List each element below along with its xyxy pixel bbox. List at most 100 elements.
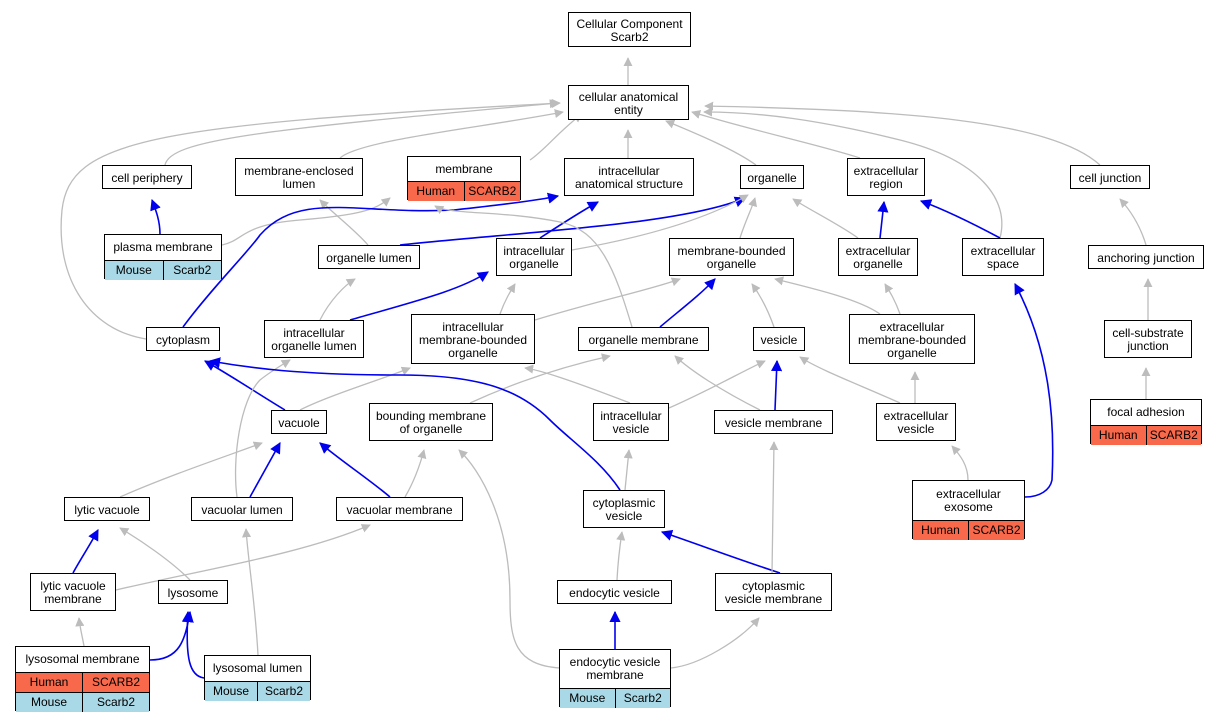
node-cell-junction[interactable]: cell junction: [1070, 165, 1150, 189]
node-organelle-membrane[interactable]: organelle membrane: [578, 327, 709, 351]
node-label: membrane: [435, 161, 493, 176]
edge-part-of-cv-to-cytoplasm: [208, 357, 621, 491]
edge-is-a-lytic-vacuole-to-vacuole: [119, 441, 263, 498]
edge-is-a-iv-to-imbo: [524, 364, 631, 404]
node-label: extracellular space: [970, 244, 1036, 271]
node-bmo[interactable]: bounding membrane of organelle: [369, 403, 493, 441]
species-cell: Mouse: [105, 261, 163, 280]
node-lysosome[interactable]: lysosome: [158, 580, 228, 604]
node-label: endocytic vesicle: [569, 585, 660, 600]
node-lvm[interactable]: lytic vacuole membrane: [30, 573, 116, 611]
edge-is-a-imbo-to-mbo: [534, 277, 681, 321]
node-csj[interactable]: cell-substrate junction: [1104, 320, 1192, 358]
edge-is-a-lysosome-to-lytic-vacuole: [119, 527, 191, 581]
gene-cell[interactable]: Scarb2: [257, 682, 310, 701]
node-label: cellular anatomical entity: [578, 89, 679, 117]
node-imbo[interactable]: intracellular membrane-bounded organelle: [411, 314, 535, 364]
node-iv[interactable]: intracellular vesicle: [593, 403, 669, 441]
edge-is-a-ecs-to-cae: [703, 107, 1003, 239]
node-eco[interactable]: extracellular organelle: [838, 238, 918, 276]
edge-part-of-ece-to-ecs: [1014, 283, 1054, 498]
node-cae[interactable]: cellular anatomical entity: [568, 85, 689, 120]
gene-cell[interactable]: SCARB2: [968, 521, 1024, 540]
edge-is-a-ecv-to-vesicle: [799, 356, 901, 404]
node-vacuole[interactable]: vacuole: [271, 410, 327, 434]
node-endocytic-vesicle[interactable]: endocytic vesicle: [557, 580, 672, 604]
node-label: organelle: [747, 170, 797, 185]
edge-part-of-lvm-to-lytic-vacuole: [72, 529, 99, 574]
node-ecs[interactable]: extracellular space: [962, 238, 1044, 276]
node-ecr[interactable]: extracellular region: [847, 158, 925, 196]
node-cvm[interactable]: cytoplasmic vesicle membrane: [715, 573, 832, 611]
edge-part-of-vacuolar-lumen-to-vacuole: [249, 442, 281, 498]
node-label: organelle lumen: [326, 250, 412, 265]
node-cytoplasm[interactable]: cytoplasm: [146, 327, 220, 351]
node-label: membrane-enclosed lumen: [244, 164, 354, 191]
node-vacuolar-membrane[interactable]: vacuolar membrane: [336, 497, 463, 521]
edge-is-a-cytoplasm-to-cae: [60, 98, 561, 340]
node-embo[interactable]: extracellular membrane-bounded organelle: [849, 314, 975, 364]
node-label: intracellular organelle lumen: [271, 326, 357, 353]
node-organelle-lumen[interactable]: organelle lumen: [318, 245, 420, 269]
node-label: cytoplasmic vesicle: [592, 496, 656, 523]
edge-is-a-iv-to-vesicle: [668, 360, 766, 409]
node-vesicle-membrane[interactable]: vesicle membrane: [714, 410, 833, 434]
edge-part-of-organelle-lumen-to-organelle: [399, 196, 747, 246]
gene-cell[interactable]: Scarb2: [614, 689, 670, 708]
edge-is-a-lvm-to-vacuolar-membrane: [115, 524, 371, 591]
gene-cell[interactable]: Scarb2: [82, 693, 149, 712]
gene-cell[interactable]: Scarb2: [162, 261, 221, 280]
node-vesicle[interactable]: vesicle: [753, 327, 805, 351]
edge-is-a-imbo-to-intracellular-organelle: [499, 283, 516, 315]
edge-is-a-vesicle-membrane-to-organelle-membrane: [674, 355, 761, 411]
edge-is-a-eco-to-organelle: [792, 198, 859, 239]
node-intracellular-organelle[interactable]: intracellular organelle: [496, 238, 572, 276]
node-root[interactable]: Cellular Component Scarb2: [568, 12, 691, 47]
node-mel[interactable]: membrane-enclosed lumen: [235, 158, 363, 196]
node-cv[interactable]: cytoplasmic vesicle: [583, 490, 665, 528]
edge-is-a-evm-to-cvm: [670, 617, 760, 669]
edge-is-a-intracellular-organelle-to-organelle: [571, 194, 749, 251]
node-ecv[interactable]: extracellular vesicle: [876, 403, 956, 441]
edge-is-a-vacuolar-membrane-to-bmo: [404, 449, 427, 498]
gene-cell[interactable]: SCARB2: [1145, 426, 1201, 445]
edge-part-of-vacuole-to-cytoplasm: [204, 360, 286, 411]
edge-is-a-cv-to-iv: [623, 449, 633, 491]
edge-is-a-evm-to-bmo: [458, 449, 561, 669]
node-label: extracellular vesicle: [883, 409, 949, 436]
node-label: vacuole: [278, 415, 320, 430]
node-label: intracellular vesicle: [600, 409, 662, 436]
species-cell: Mouse: [205, 682, 257, 701]
edge-is-a-cvm-to-vesicle-membrane: [769, 441, 779, 574]
edge-is-a-bmo-to-organelle-membrane: [469, 353, 611, 404]
node-label: vacuolar membrane: [346, 502, 453, 517]
edge-is-a-cell-periphery-to-cae: [164, 99, 559, 166]
node-ias[interactable]: intracellular anatomical structure: [564, 158, 694, 196]
gene-cell[interactable]: SCARB2: [463, 182, 520, 201]
node-cell-periphery[interactable]: cell periphery: [102, 165, 192, 189]
node-lytic-vacuole[interactable]: lytic vacuole: [64, 497, 150, 521]
edge-is-a-organelle-membrane-to-membrane: [434, 205, 633, 328]
node-label: plasma membrane: [113, 240, 213, 254]
node-organelle[interactable]: organelle: [740, 165, 804, 189]
gene-cell[interactable]: SCARB2: [82, 673, 149, 692]
node-mbo[interactable]: membrane-bounded organelle: [669, 238, 794, 276]
species-cell: Mouse: [560, 689, 615, 708]
edge-part-of-cytoplasm-to-ias: [182, 192, 560, 328]
node-label: intracellular anatomical structure: [574, 164, 684, 191]
node-anchoring-junction[interactable]: anchoring junction: [1088, 245, 1204, 269]
edge-is-a-ecr-to-cae: [691, 110, 861, 159]
node-vacuolar-lumen[interactable]: vacuolar lumen: [191, 497, 293, 521]
node-iol[interactable]: intracellular organelle lumen: [264, 320, 364, 358]
